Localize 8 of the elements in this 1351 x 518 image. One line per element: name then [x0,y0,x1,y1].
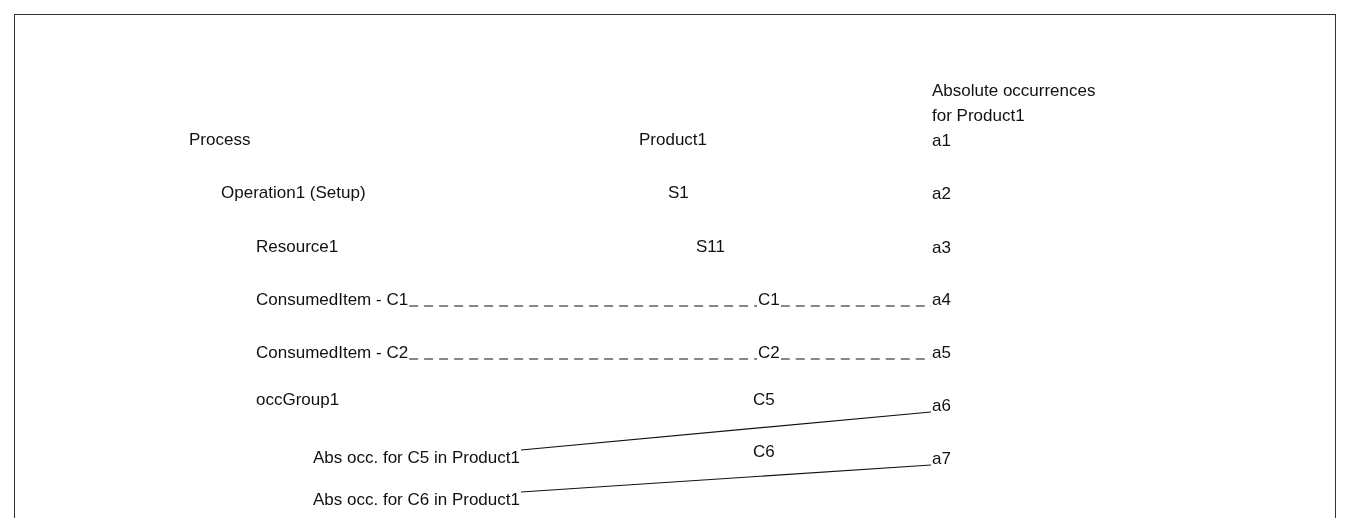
dashed-line [408,358,758,360]
item-label: C2 [757,343,781,363]
connector-line [520,464,932,493]
item-label: occGroup1 [255,390,341,410]
dashed-line [408,305,758,307]
item-label: Operation1 (Setup) [220,183,367,203]
connector-line [520,411,932,451]
item-label: C1 [757,290,781,310]
